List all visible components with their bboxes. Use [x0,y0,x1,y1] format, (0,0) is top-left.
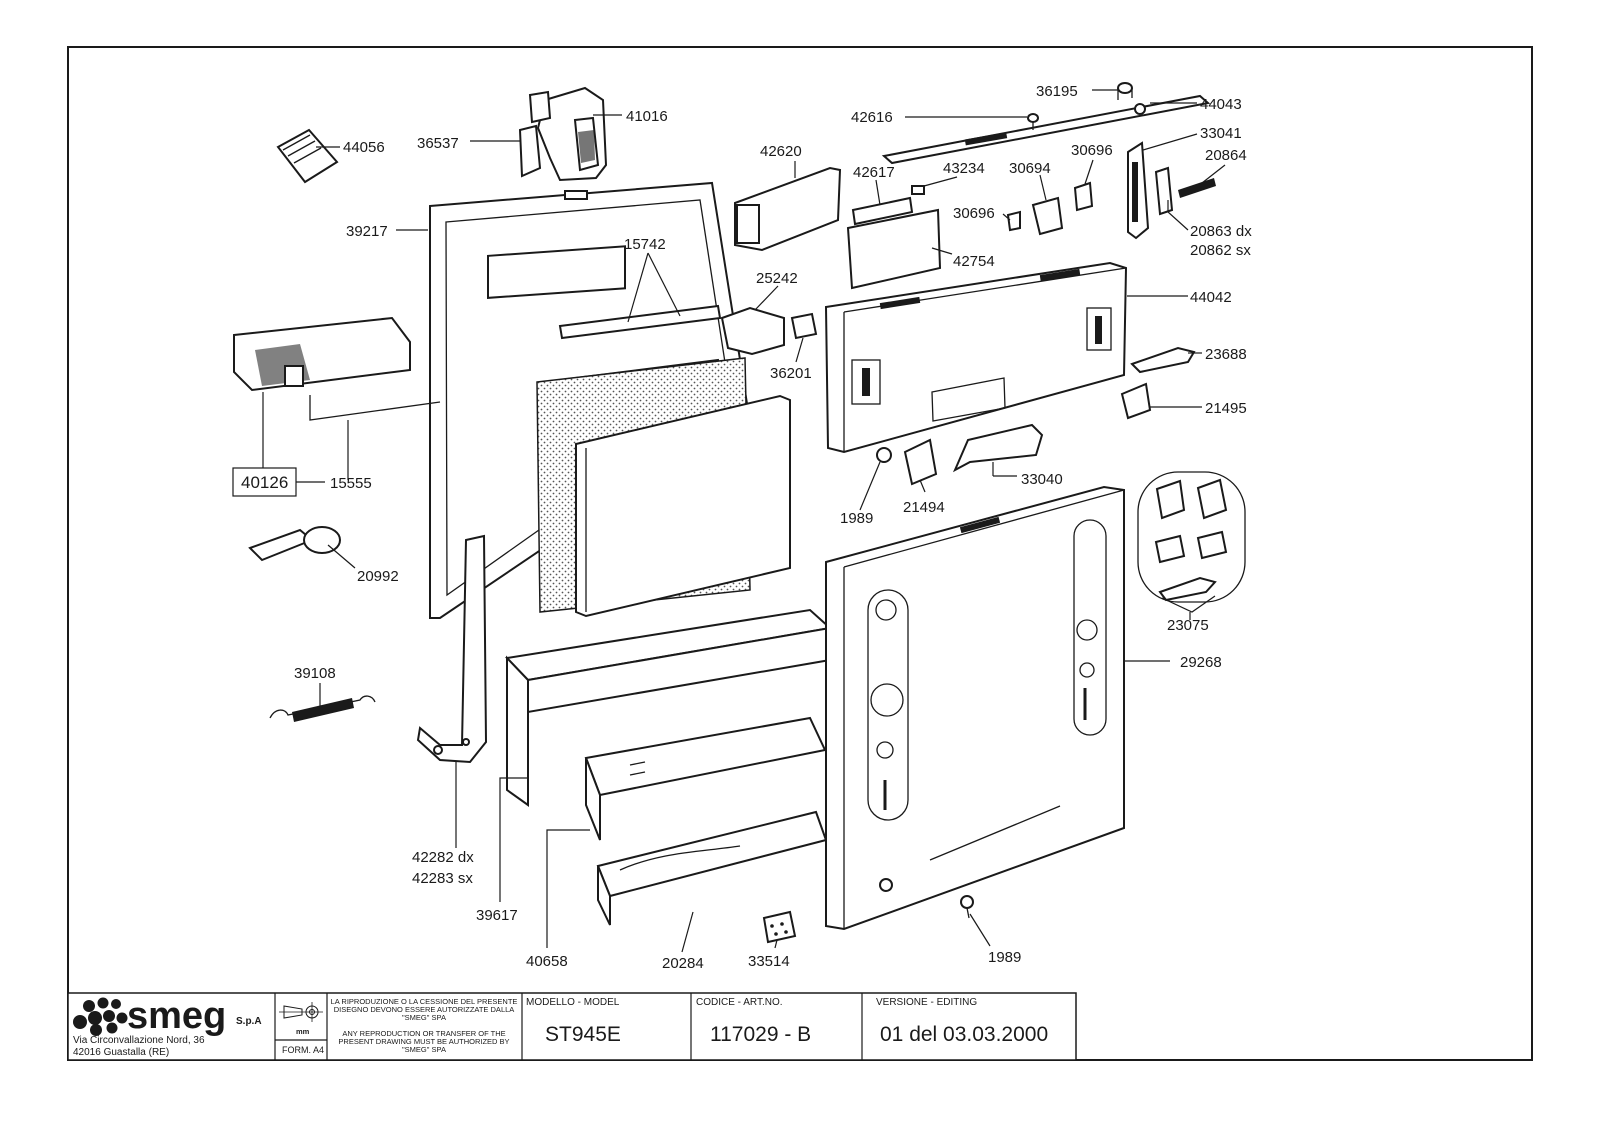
version-value: 01 del 03.03.2000 [880,1023,1048,1046]
label-29268: 29268 [1180,654,1222,671]
label-44042: 44042 [1190,289,1232,306]
label-40126: 40126 [241,473,288,492]
label-30694: 30694 [1009,160,1051,177]
label-15742: 15742 [624,236,666,253]
label-42617: 42617 [853,164,895,181]
part-21495 [1120,382,1152,420]
part-inner-panel [575,394,791,618]
projection-symbol-icon [279,1002,323,1022]
label-23075: 23075 [1167,617,1209,634]
part-20992 [248,528,314,562]
part-kit-23075 [1137,471,1246,603]
code-header: CODICE - ART.NO. [696,997,783,1008]
label-20864: 20864 [1205,147,1247,164]
version-header: VERSIONE - EDITING [876,997,977,1008]
part-spring-20864 [1178,178,1216,198]
company-suffix: S.p.A [236,1016,262,1027]
label-39108: 39108 [294,665,336,682]
label-40658: 40658 [526,953,568,970]
part-33514 [762,910,797,944]
label-21494: 21494 [903,499,945,516]
part-screw-1989b [960,895,974,909]
label-42283-sx: 42283 sx [412,870,473,887]
part-kick-panel [584,716,827,797]
notice-en-3: "SMEG" SPA [402,1045,446,1054]
part-switch-30694 [1031,196,1064,236]
part-outer-door [825,485,1125,931]
label-41016: 41016 [626,108,668,125]
address-line-2: 42016 Guastalla (RE) [73,1047,169,1058]
part-23688 [1130,346,1196,374]
label-42282-dx: 42282 dx [412,849,474,866]
part-21494 [903,438,938,486]
part-33040 [952,423,1044,473]
part-25242 [720,306,785,356]
label-36201: 36201 [770,365,812,382]
label-44043: 44043 [1200,96,1242,113]
part-hinge-arm [416,534,488,764]
part-latch-20863 [1154,166,1174,216]
label-33514: 33514 [748,953,790,970]
notice-it-2: DISEGNO DEVONO ESSERE AUTORIZZATE DALLA [334,1005,515,1014]
model-value: ST945E [545,1023,621,1046]
label-1989-lower: 1989 [988,949,1021,966]
label-36537: 36537 [417,135,459,152]
part-rail-slot [964,132,1008,146]
model-header: MODELLO - MODEL [526,997,620,1008]
label-20284: 20284 [662,955,704,972]
title-block: smeg S.p.A Via Circonvallazione Nord, 36… [67,992,1077,1061]
label-39617: 39617 [476,907,518,924]
label-25242: 25242 [756,270,798,287]
leader-lines [262,89,1226,953]
part-pcb-bracket-42620 [734,166,842,252]
label-44056: 44056 [343,139,385,156]
notice-en-1: ANY REPRODUCTION OR TRANSFER OF THE [342,1029,505,1038]
label-42620: 42620 [760,143,802,160]
unit-label: mm [296,1027,310,1036]
notice-en-2: PRESENT DRAWING MUST BE AUTHORIZED BY [338,1037,509,1046]
label-39217: 39217 [346,223,388,240]
label-30696-upper: 30696 [1071,142,1113,159]
label-40126-box [232,467,297,497]
label-20992: 20992 [357,568,399,585]
notice-it-1: LA RIPRODUZIONE O LA CESSIONE DEL PRESEN… [331,997,518,1006]
part-pcb-42754 [846,208,942,290]
label-20862-sx: 20862 sx [1190,242,1251,259]
smeg-logo: smeg [73,995,226,1037]
part-switch-30696b [1006,210,1021,232]
part-lock-lever [518,124,542,178]
label-23688: 23688 [1205,346,1247,363]
svg-text:smeg: smeg [127,995,226,1037]
label-42754: 42754 [953,253,995,270]
part-pcb-42617 [851,196,914,226]
part-base-plinth [596,810,828,898]
label-36195: 36195 [1036,83,1078,100]
part-screw [1027,113,1039,123]
label-30696-lower: 30696 [953,205,995,222]
part-switch-30696a [1073,181,1094,212]
part-screw-cap [1117,82,1133,94]
part-top-rail [881,94,1211,165]
part-control-fascia [824,261,1128,454]
label-20863-dx: 20863 dx [1190,223,1252,240]
label-43234: 43234 [943,160,985,177]
notice-it-3: "SMEG" SPA [402,1013,446,1022]
label-33040: 33040 [1021,471,1063,488]
address-line-1: Via Circonvallazione Nord, 36 [73,1035,205,1046]
label-42616: 42616 [851,109,893,126]
code-value: 117029 - B [710,1023,811,1046]
label-1989-upper: 1989 [840,510,873,527]
format-label: FORM. A4 [282,1045,324,1055]
label-15555: 15555 [330,475,372,492]
label-21495: 21495 [1205,400,1247,417]
part-knob-1989a [876,447,892,463]
part-bracket-upper [558,304,722,340]
parts-layer [233,82,1246,944]
part-cable-15555 [309,395,441,421]
part-36201 [790,312,818,340]
part-labels: 36195 44043 42616 33041 41016 44056 3653… [232,83,1252,972]
label-33041: 33041 [1200,125,1242,142]
